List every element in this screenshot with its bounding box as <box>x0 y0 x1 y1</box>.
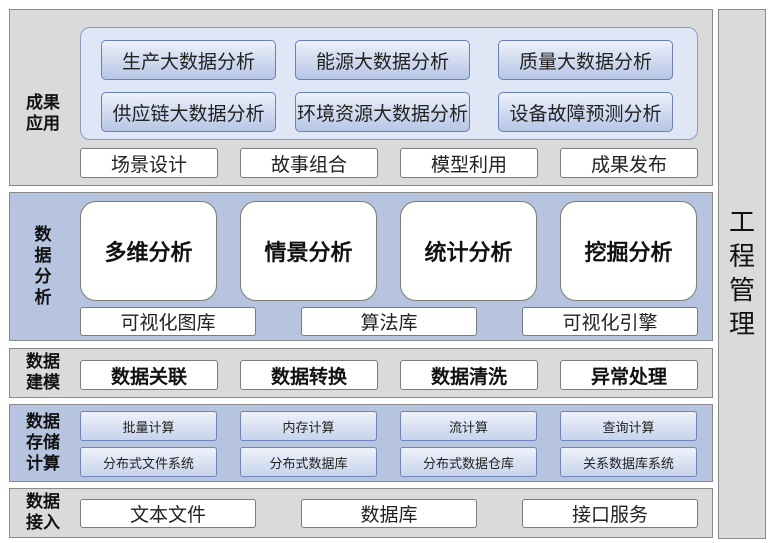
data-transformation-box: 数据转换 <box>240 360 378 390</box>
results-publish-box: 成果发布 <box>560 148 698 178</box>
visualization-gallery-box: 可视化图库 <box>80 307 256 336</box>
supply-chain-analysis-box: 供应链大数据分析 <box>101 92 276 132</box>
data-storage-compute-label: 数据存储计算 <box>26 412 60 474</box>
energy-analysis-box: 能源大数据分析 <box>295 40 470 80</box>
scene-design-box: 场景设计 <box>80 148 218 178</box>
distributed-data-warehouse-box: 分布式数据仓库 <box>400 447 537 477</box>
batch-compute-box: 批量计算 <box>80 411 217 441</box>
database-box: 数据库 <box>301 499 477 528</box>
data-ingestion-label: 数据接入 <box>26 492 60 533</box>
stream-compute-box: 流计算 <box>400 411 537 441</box>
algorithm-library-box: 算法库 <box>301 307 477 336</box>
quality-analysis-box: 质量大数据分析 <box>498 40 673 80</box>
data-cleansing-box: 数据清洗 <box>400 360 538 390</box>
model-utilization-box: 模型利用 <box>400 148 538 178</box>
story-composition-box: 故事组合 <box>240 148 378 178</box>
visualization-engine-box: 可视化引擎 <box>522 307 698 336</box>
interface-service-box: 接口服务 <box>522 499 698 528</box>
distributed-database-box: 分布式数据库 <box>240 447 377 477</box>
data-analysis-label: 数据分析 <box>34 225 52 308</box>
results-application-label: 成果应用 <box>26 93 60 134</box>
mining-analysis-box: 挖掘分析 <box>560 201 697 301</box>
environment-analysis-box: 环境资源大数据分析 <box>295 92 470 132</box>
statistical-analysis-box: 统计分析 <box>400 201 537 301</box>
distributed-file-system-box: 分布式文件系统 <box>80 447 217 477</box>
scenario-analysis-box: 情景分析 <box>240 201 377 301</box>
engineering-management-panel: 工程管理 <box>718 9 766 539</box>
relational-database-system-box: 关系数据库系统 <box>560 447 697 477</box>
text-file-box: 文本文件 <box>80 499 256 528</box>
anomaly-handling-box: 异常处理 <box>560 360 698 390</box>
data-association-box: 数据关联 <box>80 360 218 390</box>
query-compute-box: 查询计算 <box>560 411 697 441</box>
equipment-failure-analysis-box: 设备故障预测分析 <box>498 92 673 132</box>
multidimensional-analysis-box: 多维分析 <box>80 201 217 301</box>
production-analysis-box: 生产大数据分析 <box>101 40 276 80</box>
engineering-management-label: 工程管理 <box>729 208 756 340</box>
data-modeling-label: 数据建模 <box>26 352 60 393</box>
memory-compute-box: 内存计算 <box>240 411 377 441</box>
